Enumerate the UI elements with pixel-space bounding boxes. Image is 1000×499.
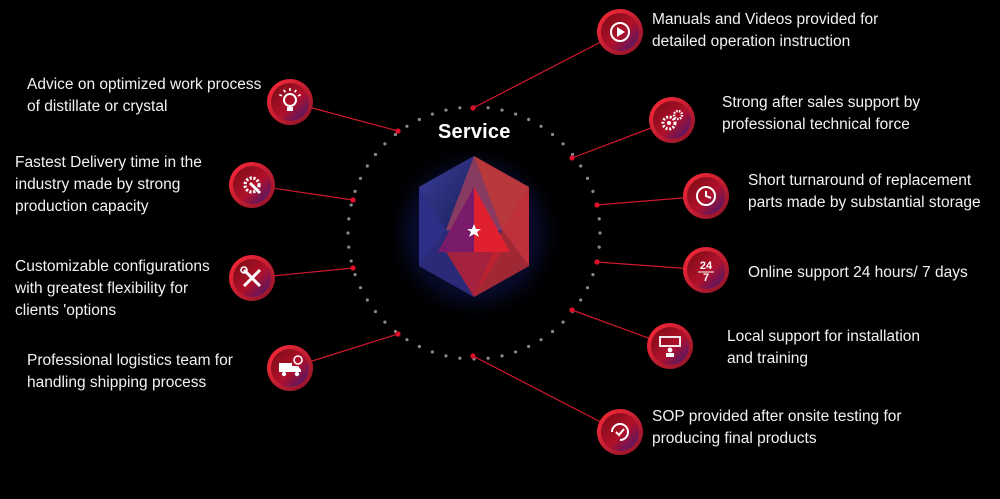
service-label-online: Online support 24 hours/ 7 days xyxy=(748,262,988,284)
service-label-line: Strong after sales support by xyxy=(722,94,921,111)
svg-text:24: 24 xyxy=(700,260,713,272)
service-label-line: industry made by strong xyxy=(15,176,181,193)
service-label-line: and training xyxy=(727,350,809,367)
connector-dot xyxy=(594,259,600,265)
service-label-line: Online support 24 hours/ 7 days xyxy=(748,264,968,281)
connector-line xyxy=(472,355,621,433)
truck-icon xyxy=(267,345,313,391)
service-label-line: clients 'options xyxy=(15,302,117,319)
service-label-manuals: Manuals and Videos provided for detailed … xyxy=(652,9,912,53)
service-label-local: Local support for installation and traini… xyxy=(727,326,967,370)
connector-dot xyxy=(470,105,476,111)
service-label-line: professional technical force xyxy=(722,116,910,133)
service-label-advice: Advice on optimized work process of disti… xyxy=(27,74,263,118)
service-label-line: handling shipping process xyxy=(27,374,207,391)
24-7-icon: 247 xyxy=(683,247,729,293)
connector-dot xyxy=(395,128,401,134)
connector-dot xyxy=(395,331,401,337)
presentation-icon xyxy=(647,323,693,369)
tools-icon xyxy=(229,255,275,301)
service-label-logistics: Professional logistics team for handling … xyxy=(27,350,263,394)
service-label-line: parts made by substantial storage xyxy=(748,194,981,211)
connector-dot xyxy=(350,265,356,271)
service-label-line: of distillate or crystal xyxy=(27,98,168,115)
service-label-line: with greatest flexibility for xyxy=(15,280,189,297)
gears-icon xyxy=(649,97,695,143)
refresh-check-icon xyxy=(597,409,643,455)
gear-wrench-icon xyxy=(229,162,275,208)
service-label-line: Professional logistics team for xyxy=(27,352,233,369)
service-label-line: production capacity xyxy=(15,198,149,215)
svg-text:7: 7 xyxy=(703,272,709,284)
service-icons: 247 xyxy=(229,9,729,455)
lightbulb-icon xyxy=(267,79,313,125)
service-label-line: Local support for installation xyxy=(727,328,921,345)
service-label-line: producing final products xyxy=(652,430,817,447)
connector-dot xyxy=(470,353,476,359)
center-hexagon-icon xyxy=(419,156,529,297)
service-label-line: Advice on optimized work process xyxy=(27,76,262,93)
connector-line xyxy=(472,31,621,109)
service-label-line: SOP provided after onsite testing for xyxy=(652,408,902,425)
connector-dot xyxy=(569,155,575,161)
service-label-line: Customizable configurations xyxy=(15,258,210,275)
center-title: Service xyxy=(438,121,511,143)
clock-icon xyxy=(683,173,729,219)
service-label-line: Manuals and Videos provided for xyxy=(652,11,879,28)
service-label-line: Fastest Delivery time in the xyxy=(15,154,202,171)
service-label-after-sales: Strong after sales support by professiona… xyxy=(722,92,962,136)
service-label-custom: Customizable configurations with greatest… xyxy=(15,256,215,322)
connector-dot xyxy=(594,202,600,208)
star-icon xyxy=(467,224,481,237)
service-label-sop: SOP provided after onsite testing for pro… xyxy=(652,406,922,450)
service-label-turnaround: Short turnaround of replacement parts mad… xyxy=(748,170,988,214)
connector-dot xyxy=(569,307,575,313)
service-label-delivery: Fastest Delivery time in the industry mad… xyxy=(15,152,215,218)
play-icon xyxy=(597,9,643,55)
service-label-line: Short turnaround of replacement xyxy=(748,172,972,189)
service-label-line: detailed operation instruction xyxy=(652,33,851,50)
connector-dot xyxy=(350,197,356,203)
